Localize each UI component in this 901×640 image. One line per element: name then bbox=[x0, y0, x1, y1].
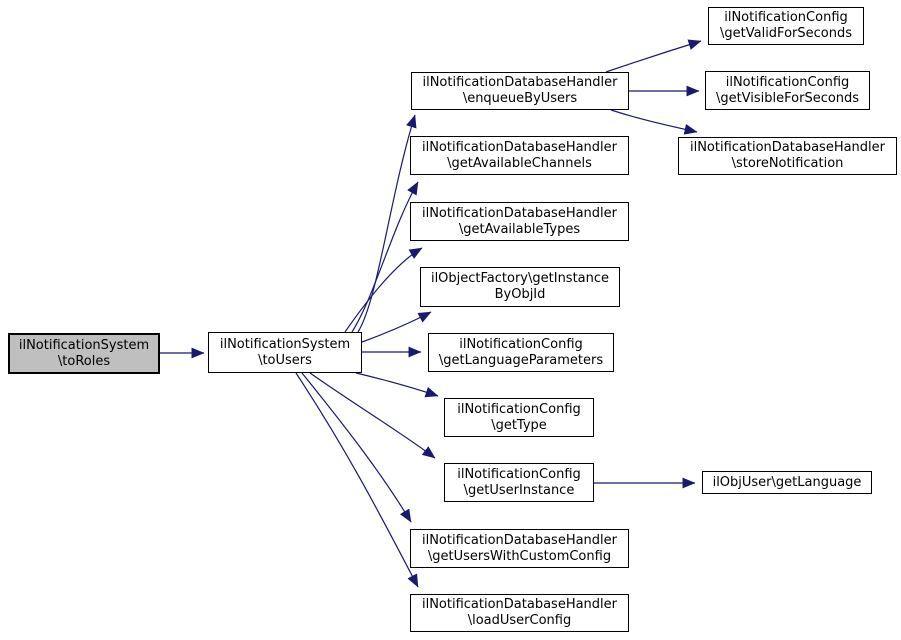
node-enqueueByUsers[interactable]: ilNotificationDatabaseHandler \enqueueBy… bbox=[411, 72, 629, 110]
node-getValidForSeconds-line1: ilNotificationConfig bbox=[724, 10, 848, 25]
node-getAvailableChannels-line1: ilNotificationDatabaseHandler bbox=[421, 139, 618, 155]
node-loadUserConfig[interactable]: ilNotificationDatabaseHandler \loadUserC… bbox=[410, 594, 629, 632]
edge-enqueueByUsers-storeNotification bbox=[610, 109, 698, 135]
node-loadUserConfig-line2: \loadUserConfig bbox=[467, 613, 572, 628]
node-getUserInstance-line2: \getUserInstance bbox=[463, 482, 575, 498]
node-getLanguageParameters-line2: \getLanguageParameters bbox=[438, 352, 604, 368]
node-getVisibleForSeconds-line1: ilNotificationConfig bbox=[725, 74, 850, 90]
edge-toUsers-loadUserConfig bbox=[295, 372, 419, 588]
node-getAvailableTypes-line1: ilNotificationDatabaseHandler bbox=[421, 205, 618, 221]
edge-enqueueByUsers-getValidForSeconds bbox=[605, 39, 702, 73]
node-toRoles-line1: ilNotificationSystem bbox=[18, 337, 150, 353]
node-getValidForSeconds-line2: \getValidForSeconds bbox=[720, 26, 852, 41]
node-getValidForSeconds[interactable]: ilNotificationConfig \getValidForSeconds bbox=[708, 7, 864, 45]
node-getType-line1: ilNotificationConfig bbox=[457, 401, 581, 417]
node-getVisibleForSeconds-line2: \getVisibleForSeconds bbox=[715, 90, 860, 106]
node-getUsersWithCustomConfig-line1: ilNotificationDatabaseHandler bbox=[421, 532, 618, 548]
node-getLanguage-line1: ilObjUser\getLanguage bbox=[712, 474, 862, 490]
node-getAvailableChannels-line2: \getAvailableChannels bbox=[447, 155, 592, 171]
node-getAvailableTypes-line2: \getAvailableTypes bbox=[458, 221, 581, 237]
node-getType[interactable]: ilNotificationConfig \getType bbox=[444, 398, 594, 437]
edge-toUsers-getAvailableTypes bbox=[344, 247, 423, 333]
node-storeNotification-line1: ilNotificationDatabaseHandler bbox=[689, 140, 886, 155]
node-storeNotification[interactable]: ilNotificationDatabaseHandler \storeNoti… bbox=[678, 137, 897, 175]
node-getAvailableTypes[interactable]: ilNotificationDatabaseHandler \getAvaila… bbox=[410, 202, 629, 241]
node-getUserInstance-line1: ilNotificationConfig bbox=[457, 466, 581, 482]
node-toUsers-line2: \toUsers bbox=[258, 352, 312, 368]
node-toUsers[interactable]: ilNotificationSystem \toUsers bbox=[208, 332, 362, 373]
node-getInstanceByObjId[interactable]: ilObjectFactory\getInstance ByObjId bbox=[420, 267, 620, 307]
node-getType-line2: \getType bbox=[491, 417, 547, 433]
node-loadUserConfig-line1: ilNotificationDatabaseHandler bbox=[421, 597, 618, 612]
node-getLanguageParameters[interactable]: ilNotificationConfig \getLanguageParamet… bbox=[428, 333, 614, 372]
edge-toUsers-getUsersWithCustomConfig bbox=[301, 372, 412, 523]
edge-toUsers-getType bbox=[355, 372, 439, 398]
edge-toUsers-getUserInstance bbox=[309, 372, 436, 459]
node-getLanguage[interactable]: ilObjUser\getLanguage bbox=[702, 471, 872, 494]
node-toRoles[interactable]: ilNotificationSystem \toRoles bbox=[8, 333, 160, 374]
node-getInstanceByObjId-line2: ByObjId bbox=[494, 287, 546, 302]
node-enqueueByUsers-line1: ilNotificationDatabaseHandler bbox=[422, 75, 618, 90]
node-getInstanceByObjId-line1: ilObjectFactory\getInstance bbox=[430, 271, 610, 286]
node-getUsersWithCustomConfig-line2: \getUsersWithCustomConfig bbox=[427, 548, 612, 564]
edge-toUsers-getAvailableChannels bbox=[351, 181, 419, 333]
node-toRoles-line2: \toRoles bbox=[57, 353, 111, 369]
node-getAvailableChannels[interactable]: ilNotificationDatabaseHandler \getAvaila… bbox=[410, 136, 629, 175]
edge-toUsers-enqueueByUsers bbox=[357, 114, 417, 333]
node-getUserInstance[interactable]: ilNotificationConfig \getUserInstance bbox=[444, 463, 594, 502]
node-enqueueByUsers-line2: \enqueueByUsers bbox=[462, 91, 578, 106]
node-toUsers-line1: ilNotificationSystem bbox=[219, 336, 351, 352]
node-getVisibleForSeconds[interactable]: ilNotificationConfig \getVisibleForSecon… bbox=[705, 71, 870, 110]
node-getLanguageParameters-line1: ilNotificationConfig bbox=[459, 336, 583, 352]
edge-toUsers-getInstanceByObjId bbox=[361, 311, 432, 343]
node-getUsersWithCustomConfig[interactable]: ilNotificationDatabaseHandler \getUsersW… bbox=[410, 529, 629, 568]
node-storeNotification-line2: \storeNotification bbox=[731, 156, 844, 171]
